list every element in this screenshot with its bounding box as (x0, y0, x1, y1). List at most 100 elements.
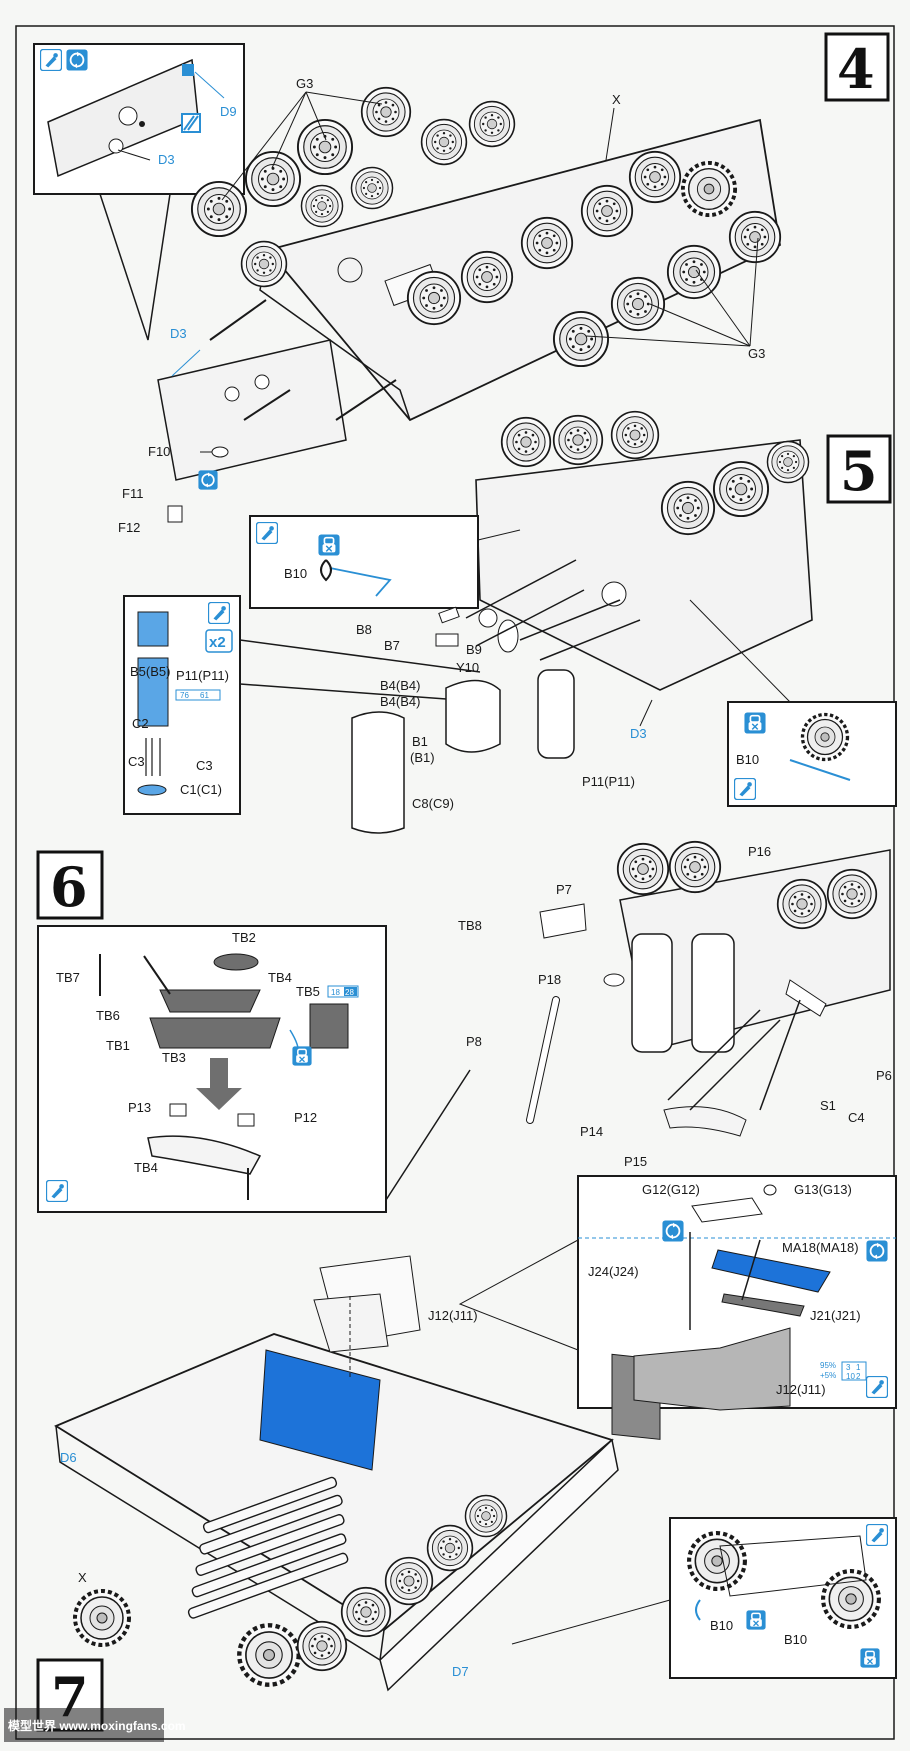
part-label-b7: B7 (384, 638, 400, 653)
part-label-p13: P13 (128, 1100, 151, 1115)
step-4-badge (824, 32, 890, 102)
road-wheel (296, 1620, 348, 1672)
part-label-tb1: TB1 (106, 1038, 130, 1053)
rotate-icon (198, 470, 218, 490)
part-label-j24: J24(J24) (588, 1264, 639, 1279)
step-6-number: 6 (50, 855, 88, 919)
part-label-b1-2: (B1) (410, 750, 435, 765)
step-6: 6 TB2 TB7 TB4 TB5 18 28 TB6 TB1 TB3 P13 … (36, 840, 892, 1213)
paint-code-1: 76 (180, 691, 189, 700)
part-label-b4-2: B4(B4) (380, 694, 420, 709)
glue-icon (866, 1524, 888, 1546)
paint-code-5: 3 (846, 1363, 851, 1372)
step-4: 4 D9 D3 (33, 32, 890, 535)
road-wheel (296, 118, 354, 176)
road-wheel (360, 86, 412, 138)
road-wheel (464, 1494, 508, 1538)
part-label-c3-right: C3 (196, 758, 213, 773)
part-label-x: X (78, 1570, 87, 1585)
road-wheel (384, 1556, 434, 1606)
part-label-p14: P14 (580, 1124, 603, 1139)
part-label-tb2: TB2 (232, 930, 256, 945)
road-wheel (826, 868, 878, 920)
part-label-c2: C2 (132, 716, 149, 731)
part-label-g3-bottom: G3 (748, 346, 765, 361)
sprocket-wheel (239, 1625, 298, 1684)
sprocket-wheel (73, 1589, 131, 1647)
road-wheel (728, 210, 782, 264)
glue-icon (734, 778, 756, 800)
part-label-c3-left: C3 (128, 754, 145, 769)
road-wheel (420, 118, 468, 166)
part-label-tb5: TB5 (296, 984, 320, 999)
part-label-p7: P7 (556, 882, 572, 897)
part-label-d3: D3 (170, 326, 187, 341)
step-5-number: 5 (840, 439, 878, 503)
road-wheel (616, 842, 670, 896)
part-label-b10-a: B10 (284, 566, 307, 581)
part-label-p12: P12 (294, 1110, 317, 1125)
step-5-inset-b10 (249, 515, 479, 609)
part-label-tb3: TB3 (162, 1050, 186, 1065)
sheet-border (15, 25, 895, 1740)
part-label-p15: P15 (624, 1154, 647, 1169)
road-wheel (666, 244, 722, 300)
road-wheel (468, 100, 516, 148)
lock-icon (744, 712, 766, 734)
part-label-d3: D3 (630, 726, 647, 741)
paint-code-3: 18 (331, 988, 340, 997)
road-wheel (520, 216, 574, 270)
glue-icon (46, 1180, 68, 1202)
step-5: 5 D3 B10 B8 B7 B9 Y10 (123, 410, 897, 834)
part-label-tb4-bottom: TB4 (134, 1160, 158, 1175)
part-label-f11: F11 (122, 486, 143, 501)
paint-code-2: 61 (200, 691, 209, 700)
step-4-number: 4 (837, 37, 875, 101)
road-wheel (580, 184, 634, 238)
paint-code-6: 1 (856, 1363, 861, 1372)
road-wheel (340, 1586, 392, 1638)
watermark: 模型世界 www.moxingfans.com (4, 1708, 186, 1742)
part-label-j12: J12(J11) (428, 1308, 478, 1323)
watermark-text: 模型世界 www.moxingfans.com (8, 1718, 186, 1733)
part-label-tb8: TB8 (458, 918, 482, 933)
part-label-b1-1: B1 (412, 734, 428, 749)
up-arrow-icon (866, 1240, 888, 1262)
quantity-multiplier: x2 (209, 634, 226, 651)
road-wheel (552, 414, 604, 466)
part-label-f12: F12 (118, 520, 140, 535)
part-label-f10: F10 (148, 444, 170, 459)
lock-icon (860, 1648, 880, 1668)
step-5-badge (826, 434, 892, 504)
part-label-d7: D7 (452, 1664, 469, 1679)
road-wheel (668, 840, 722, 894)
road-wheel (712, 460, 770, 518)
road-wheel (552, 310, 610, 368)
part-label-tb4-top: TB4 (268, 970, 292, 985)
part-label-d9: D9 (220, 104, 237, 119)
step-4-detail-inset: D9 D3 (33, 43, 245, 195)
road-wheel (244, 150, 302, 208)
road-wheel (406, 270, 462, 326)
rotate-icon (66, 49, 88, 71)
sprocket-wheel (823, 1571, 879, 1627)
part-label-b10-a: B10 (710, 1618, 733, 1633)
part-label-b10-b: B10 (736, 752, 759, 767)
road-wheel (350, 166, 394, 210)
part-label-c8: C8(C9) (412, 796, 454, 811)
road-wheel (776, 878, 828, 930)
sprocket-wheel (689, 1533, 745, 1589)
rotate-icon (662, 1220, 684, 1242)
part-label-b5: B5(B5) (130, 664, 170, 679)
part-label-d3-inset: D3 (158, 152, 175, 167)
lock-icon (292, 1046, 312, 1066)
glue-icon (866, 1376, 888, 1398)
lock-icon (318, 534, 340, 556)
road-wheel (628, 150, 682, 204)
sprocket-wheel (800, 712, 850, 762)
part-label-p18: P18 (538, 972, 561, 987)
part-label-g12: G12(G12) (642, 1182, 700, 1197)
part-label-c1: C1(C1) (180, 782, 222, 797)
road-wheel (610, 410, 660, 460)
